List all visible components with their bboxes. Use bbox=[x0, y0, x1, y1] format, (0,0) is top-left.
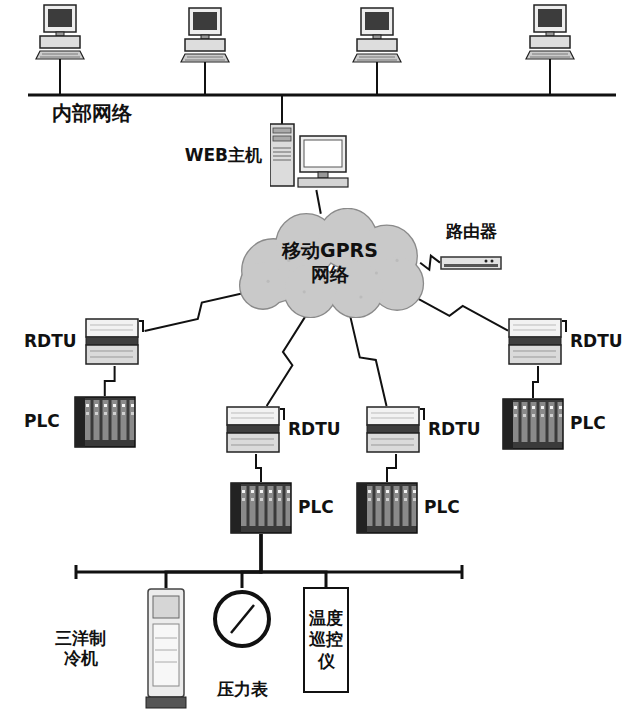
plc-unit: PLC bbox=[356, 482, 460, 534]
temperature-controller: 温度巡控仪 bbox=[303, 587, 349, 693]
plc-device bbox=[356, 482, 418, 534]
wired-link bbox=[166, 534, 261, 588]
chiller: 三洋制冷机 bbox=[55, 588, 188, 710]
node-label: PLC bbox=[570, 414, 606, 434]
rdtu-unit: RDTU bbox=[226, 406, 341, 454]
wired-link bbox=[261, 534, 326, 587]
rdtu-device bbox=[85, 318, 145, 366]
wired-link bbox=[316, 190, 320, 214]
plc-unit: PLC bbox=[502, 398, 606, 450]
node-label: RDTU bbox=[288, 420, 341, 440]
node-label: 压力表 bbox=[217, 680, 268, 700]
computer-icon bbox=[353, 8, 401, 62]
node-label: RDTU bbox=[24, 332, 77, 352]
computer-icon bbox=[36, 5, 84, 59]
node-label: WEB主机 bbox=[185, 146, 262, 166]
node-label: 温度巡控仪 bbox=[309, 608, 343, 672]
wired-link bbox=[387, 454, 396, 482]
plc-unit: PLC bbox=[24, 396, 136, 448]
chiller-illustration bbox=[144, 588, 188, 710]
wired-link bbox=[533, 366, 538, 398]
wired-link bbox=[105, 366, 115, 396]
node-label: PLC bbox=[298, 498, 334, 518]
router: 路由器 bbox=[440, 222, 502, 270]
wired-link bbox=[256, 454, 261, 482]
rdtu-device bbox=[366, 406, 426, 454]
plc-device bbox=[230, 482, 292, 534]
lan-bus bbox=[28, 94, 616, 97]
network-label: 内部网络 bbox=[52, 100, 132, 127]
rdtu-unit: RDTU bbox=[366, 406, 481, 454]
server-icon bbox=[270, 122, 350, 190]
router-icon bbox=[440, 256, 502, 270]
plc-device bbox=[74, 396, 136, 448]
node-label: 移动GPRS 网络 bbox=[275, 239, 385, 287]
wired-link bbox=[242, 534, 261, 588]
pressure-gauge bbox=[212, 588, 272, 650]
node-label: RDTU bbox=[428, 420, 481, 440]
pressure-gauge-node: 压力表 bbox=[212, 588, 272, 700]
lan-drop bbox=[204, 62, 206, 95]
node-label: RDTU bbox=[570, 332, 623, 352]
lan-drop bbox=[281, 95, 283, 126]
lan-drop bbox=[376, 62, 378, 95]
rdtu-unit: RDTU bbox=[508, 318, 623, 366]
lan-drop bbox=[59, 59, 61, 95]
wireless-link bbox=[267, 311, 309, 406]
web-host: WEB主机 bbox=[185, 122, 350, 190]
plc-unit: PLC bbox=[230, 482, 334, 534]
computer-icon bbox=[181, 8, 229, 62]
rdtu-device bbox=[508, 318, 568, 366]
gprs-cloud: 移动GPRS 网络 bbox=[232, 208, 428, 318]
node-label: PLC bbox=[24, 412, 60, 432]
node-label: 三洋制冷机 bbox=[55, 629, 106, 668]
rdtu-device bbox=[226, 406, 286, 454]
wireless-link bbox=[420, 256, 440, 270]
lan-drop bbox=[549, 59, 551, 95]
node-label: PLC bbox=[424, 498, 460, 518]
wireless-link bbox=[349, 311, 386, 406]
rdtu-unit: RDTU bbox=[24, 318, 145, 366]
computer-icon bbox=[526, 5, 574, 59]
node-label: 路由器 bbox=[446, 222, 497, 242]
plc-device bbox=[502, 398, 564, 450]
wireless-link bbox=[145, 290, 255, 330]
